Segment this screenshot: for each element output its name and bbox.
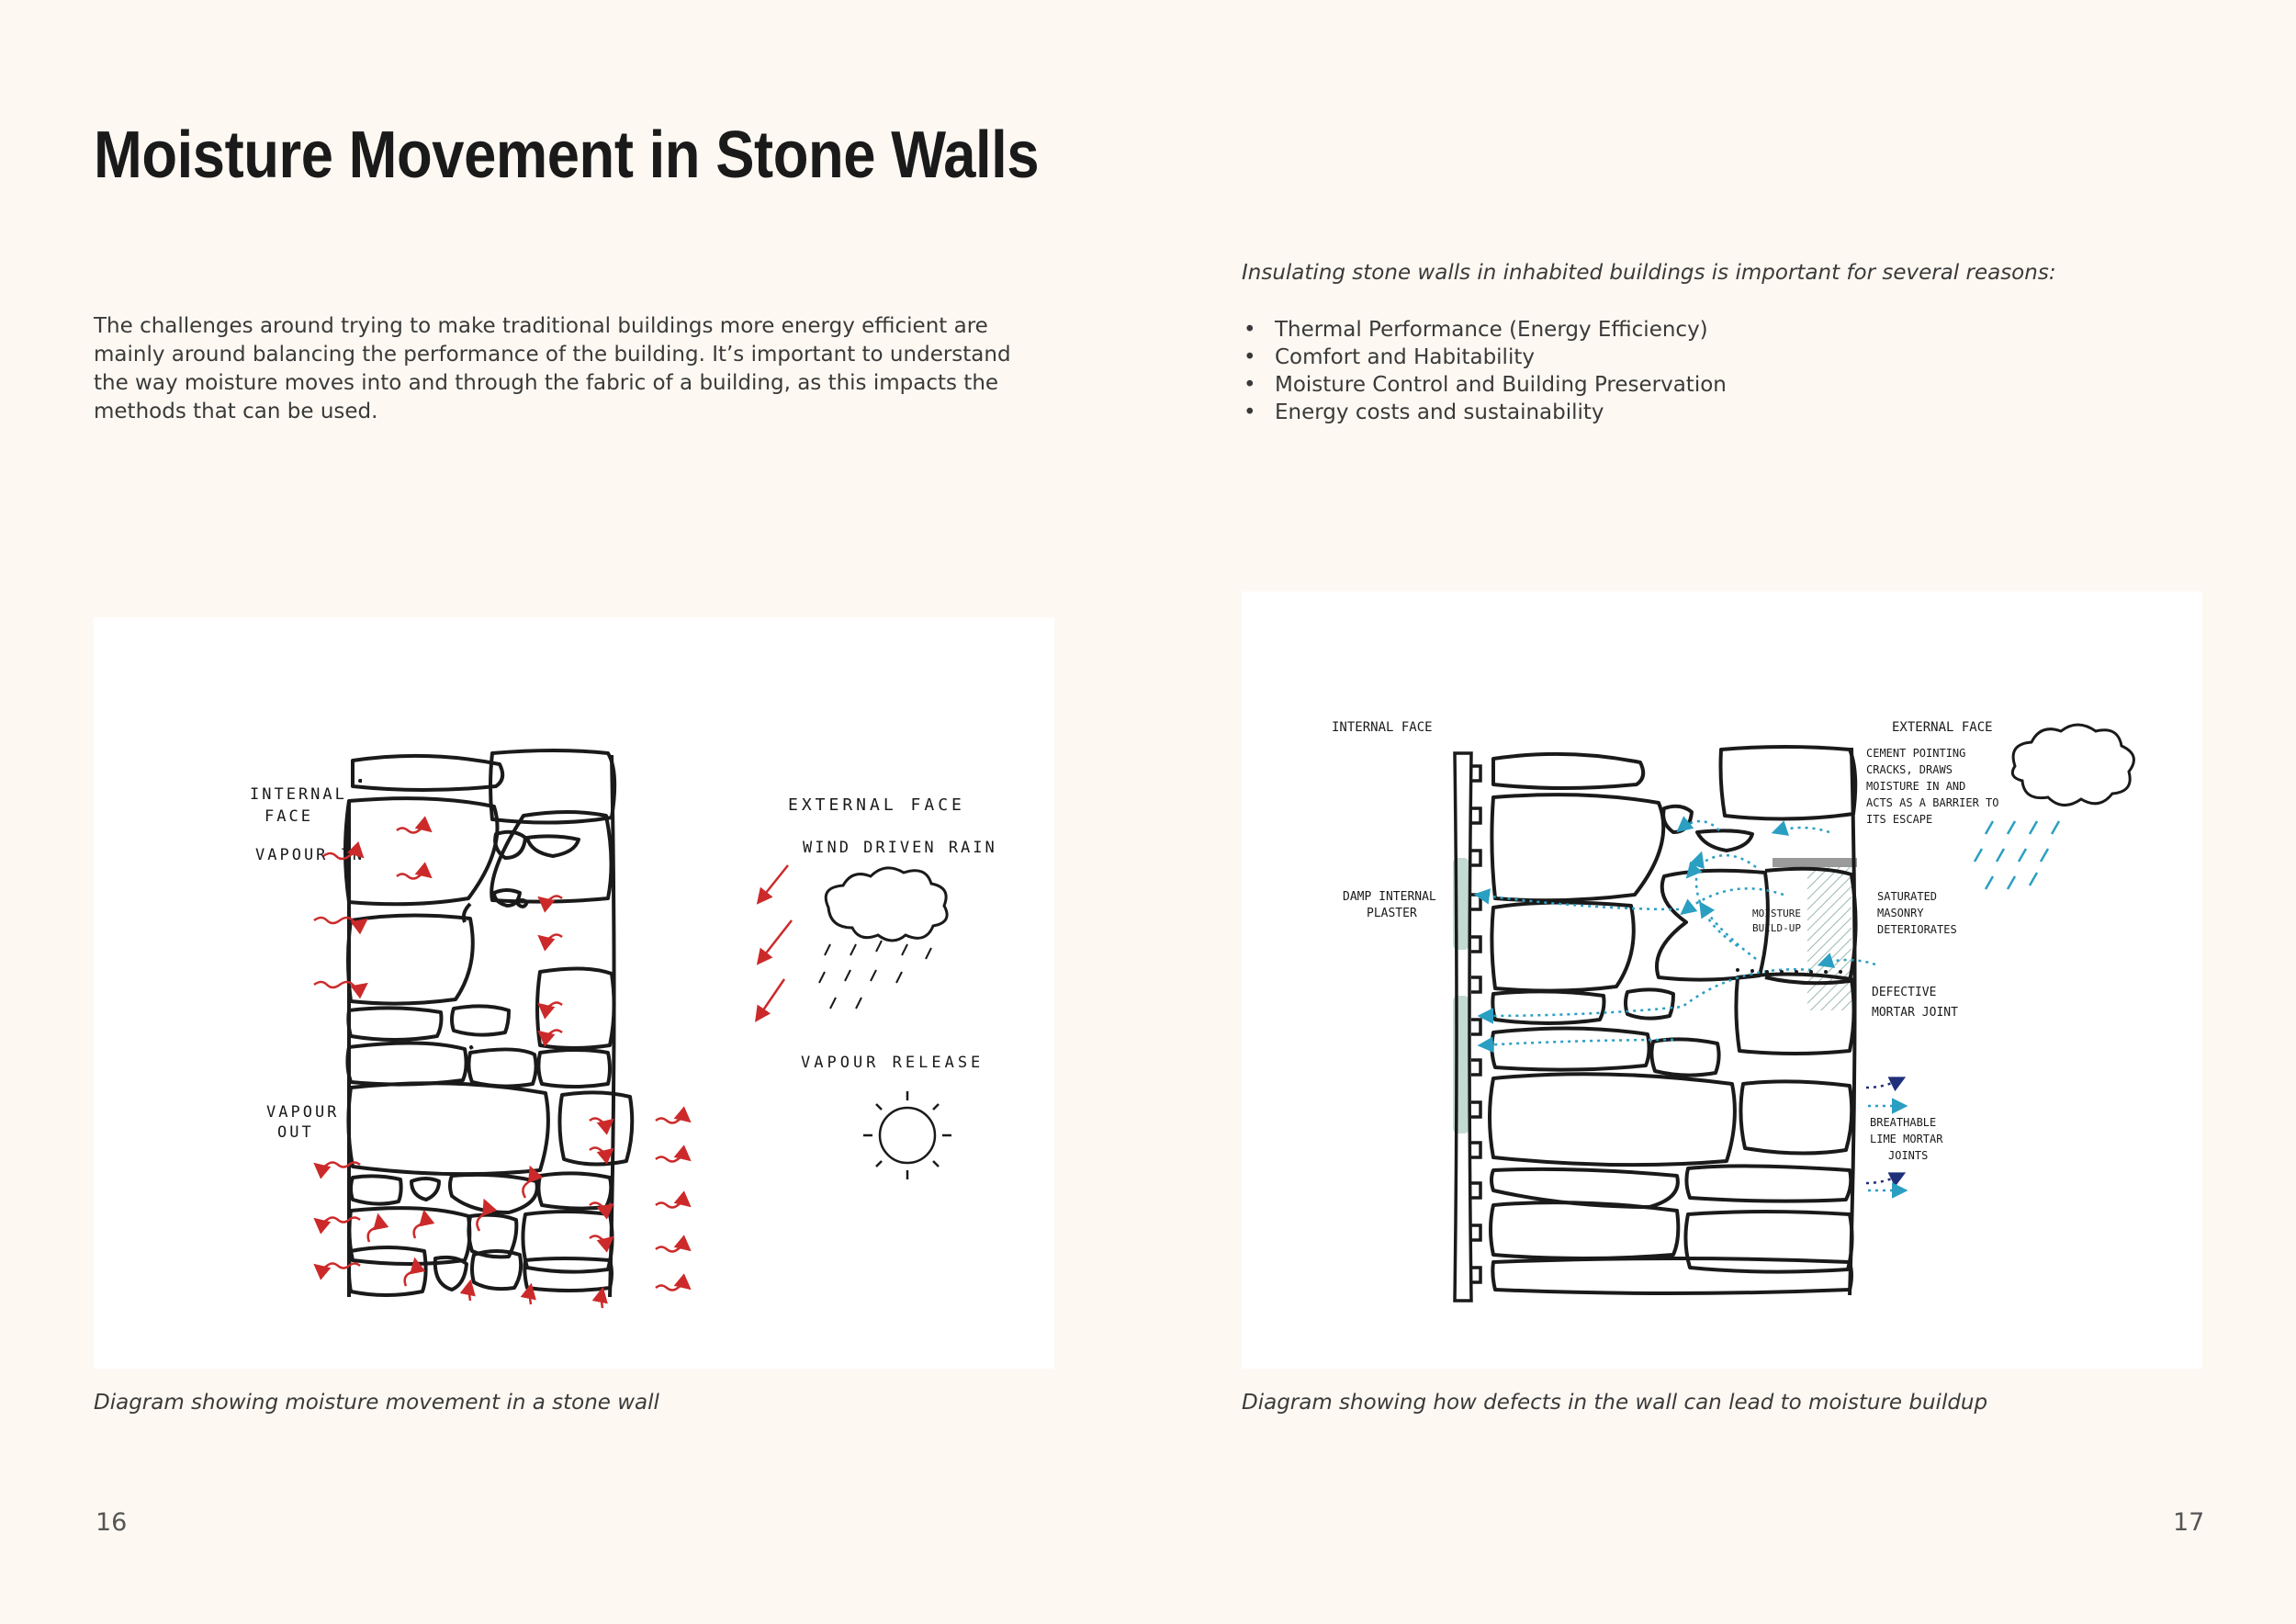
internal-face-label: INTERNAL FACE (1332, 720, 1433, 735)
moisture-flow-arrows (1473, 816, 1876, 1053)
moisture-movement-diagram: INTERNAL FACE VAPOUR IN VAPOUR OUT EXTER… (94, 617, 1054, 1369)
svg-text:MOISTURE IN AND: MOISTURE IN AND (1866, 780, 1965, 793)
damp-plaster-note: DAMP INTERNAL PLASTER (1343, 890, 1436, 920)
stone-wall (343, 749, 635, 1298)
stone-wall (1488, 745, 1858, 1296)
svg-text:ACTS AS A BARRIER TO: ACTS AS A BARRIER TO (1866, 796, 1999, 809)
internal-face-label: FACE (264, 807, 313, 826)
svg-text:BUILD-UP: BUILD-UP (1752, 922, 1801, 934)
reason-item: Moisture Control and Building Preservati… (1242, 371, 1727, 399)
svg-text:MASONRY: MASONRY (1877, 907, 1924, 919)
defective-joint-note: DEFECTIVE MORTAR JOINT (1872, 986, 1958, 1020)
left-diagram-caption: Diagram showing moisture movement in a s… (94, 1391, 659, 1415)
reason-item: Comfort and Habitability (1242, 344, 1727, 371)
reason-item: Energy costs and sustainability (1242, 399, 1727, 426)
breathable-flow-arrows (1865, 1077, 1907, 1188)
moisture-buildup-diagram: INTERNAL FACE EXTERNAL FACE CEMENT POINT… (1242, 592, 2202, 1369)
left-page-number: 16 (96, 1508, 128, 1537)
cement-pointing-note: CEMENT POINTING CRACKS, DRAWS MOISTURE I… (1866, 747, 1999, 826)
svg-text:ITS ESCAPE: ITS ESCAPE (1866, 813, 1932, 826)
page-title: Moisture Movement in Stone Walls (94, 118, 1040, 192)
wind-driven-rain-label: WIND DRIVEN RAIN (803, 839, 997, 857)
svg-text:DAMP INTERNAL: DAMP INTERNAL (1343, 890, 1436, 904)
vapour-in-label: VAPOUR IN (255, 846, 365, 864)
breathable-joints-note: BREATHABLE LIME MORTAR JOINTS (1870, 1116, 1943, 1162)
external-face-label: EXTERNAL FACE (788, 795, 965, 815)
vapour-in-arrows (313, 816, 433, 999)
svg-text:CEMENT POINTING: CEMENT POINTING (1866, 747, 1965, 760)
right-page-number: 17 (2173, 1508, 2205, 1537)
moisture-buildup-note: MOISTURE BUILD-UP (1752, 908, 1801, 934)
rain-icon (818, 940, 932, 1009)
plaster-layer (1453, 751, 1482, 1303)
vapour-out-label: OUT (277, 1123, 314, 1142)
svg-text:DETERIORATES: DETERIORATES (1877, 923, 1957, 936)
internal-face-label: INTERNAL (250, 785, 347, 804)
reason-item: Thermal Performance (Energy Efficiency) (1242, 316, 1727, 344)
svg-text:DEFECTIVE: DEFECTIVE (1872, 986, 1936, 999)
vapour-out-label: VAPOUR (266, 1103, 339, 1122)
reasons-list: Thermal Performance (Energy Efficiency) … (1242, 316, 1727, 426)
svg-text:CRACKS, DRAWS: CRACKS, DRAWS (1866, 763, 1953, 776)
svg-text:JOINTS: JOINTS (1888, 1149, 1928, 1162)
external-face-label: EXTERNAL FACE (1892, 720, 1993, 735)
defective-joint-dots (1736, 968, 1842, 974)
cement-pointing-strip (1773, 858, 1857, 867)
vapour-out-arrows (313, 1161, 361, 1280)
svg-text:LIME MORTAR: LIME MORTAR (1870, 1133, 1943, 1145)
vapour-release-label: VAPOUR RELEASE (801, 1054, 984, 1072)
saturated-masonry-note: SATURATED MASONRY DETERIORATES (1877, 890, 1957, 936)
vapour-release-arrows (589, 1106, 692, 1291)
cloud-icon (824, 866, 949, 942)
right-diagram-caption: Diagram showing how defects in the wall … (1242, 1391, 1988, 1415)
svg-text:BREATHABLE: BREATHABLE (1870, 1116, 1936, 1129)
svg-text:MORTAR JOINT: MORTAR JOINT (1872, 1006, 1958, 1020)
sun-icon (863, 1091, 951, 1179)
rain-icon (1973, 820, 2061, 890)
svg-text:MOISTURE: MOISTURE (1752, 908, 1801, 919)
internal-moisture-arrows (366, 1165, 608, 1309)
saturated-masonry-area (1807, 867, 1851, 1010)
reasons-lead: Insulating stone walls in inhabited buil… (1242, 261, 2056, 285)
rain-entry-arrows (537, 895, 563, 1047)
svg-text:PLASTER: PLASTER (1367, 907, 1417, 920)
cloud-icon (2010, 723, 2135, 806)
svg-text:SATURATED: SATURATED (1877, 890, 1937, 903)
intro-paragraph: The challenges around trying to make tra… (94, 314, 1011, 423)
wind-rain-arrows (755, 864, 793, 1022)
